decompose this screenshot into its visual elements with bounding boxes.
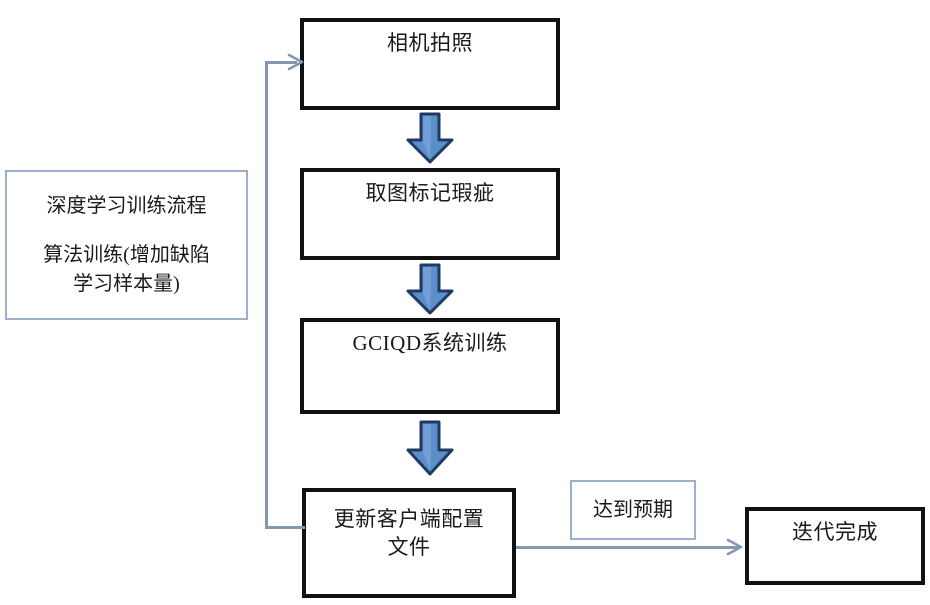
feedback-connector-bottom-segment (265, 526, 305, 529)
note-line-detail: 算法训练(增加缺陷 学习样本量) (43, 243, 210, 295)
note-line-title: 深度学习训练流程 (46, 194, 207, 217)
node-gciqd-training-label: GCIQD系统训练 (352, 331, 508, 355)
completion-connector-line (516, 546, 738, 549)
node-mark-defects[interactable]: 取图标记瑕疵 (300, 168, 560, 260)
down-arrow-icon-3 (404, 420, 456, 481)
down-arrow-icon-1 (404, 112, 456, 169)
node-update-client-config[interactable]: 更新客户端配置 文件 (302, 488, 516, 598)
feedback-connector-top-segment (265, 61, 297, 64)
feedback-connector-vertical-segment (265, 62, 268, 528)
feedback-arrowhead-icon (287, 53, 305, 76)
down-arrow-icon-2 (404, 263, 456, 320)
node-gciqd-training[interactable]: GCIQD系统训练 (300, 318, 560, 414)
edge-label-meets-expectation: 达到预期 (570, 480, 696, 540)
deep-learning-training-note: 深度学习训练流程 算法训练(增加缺陷 学习样本量) (5, 170, 248, 320)
node-update-client-config-label: 更新客户端配置 文件 (333, 507, 485, 559)
node-iteration-complete-label: 迭代完成 (792, 520, 878, 544)
completion-arrowhead-icon (726, 538, 744, 561)
node-iteration-complete[interactable]: 迭代完成 (745, 507, 925, 585)
edge-label-meets-expectation-text: 达到预期 (593, 498, 673, 521)
node-camera-capture[interactable]: 相机拍照 (300, 18, 560, 110)
node-camera-capture-label: 相机拍照 (387, 31, 473, 55)
node-mark-defects-label: 取图标记瑕疵 (365, 181, 495, 205)
